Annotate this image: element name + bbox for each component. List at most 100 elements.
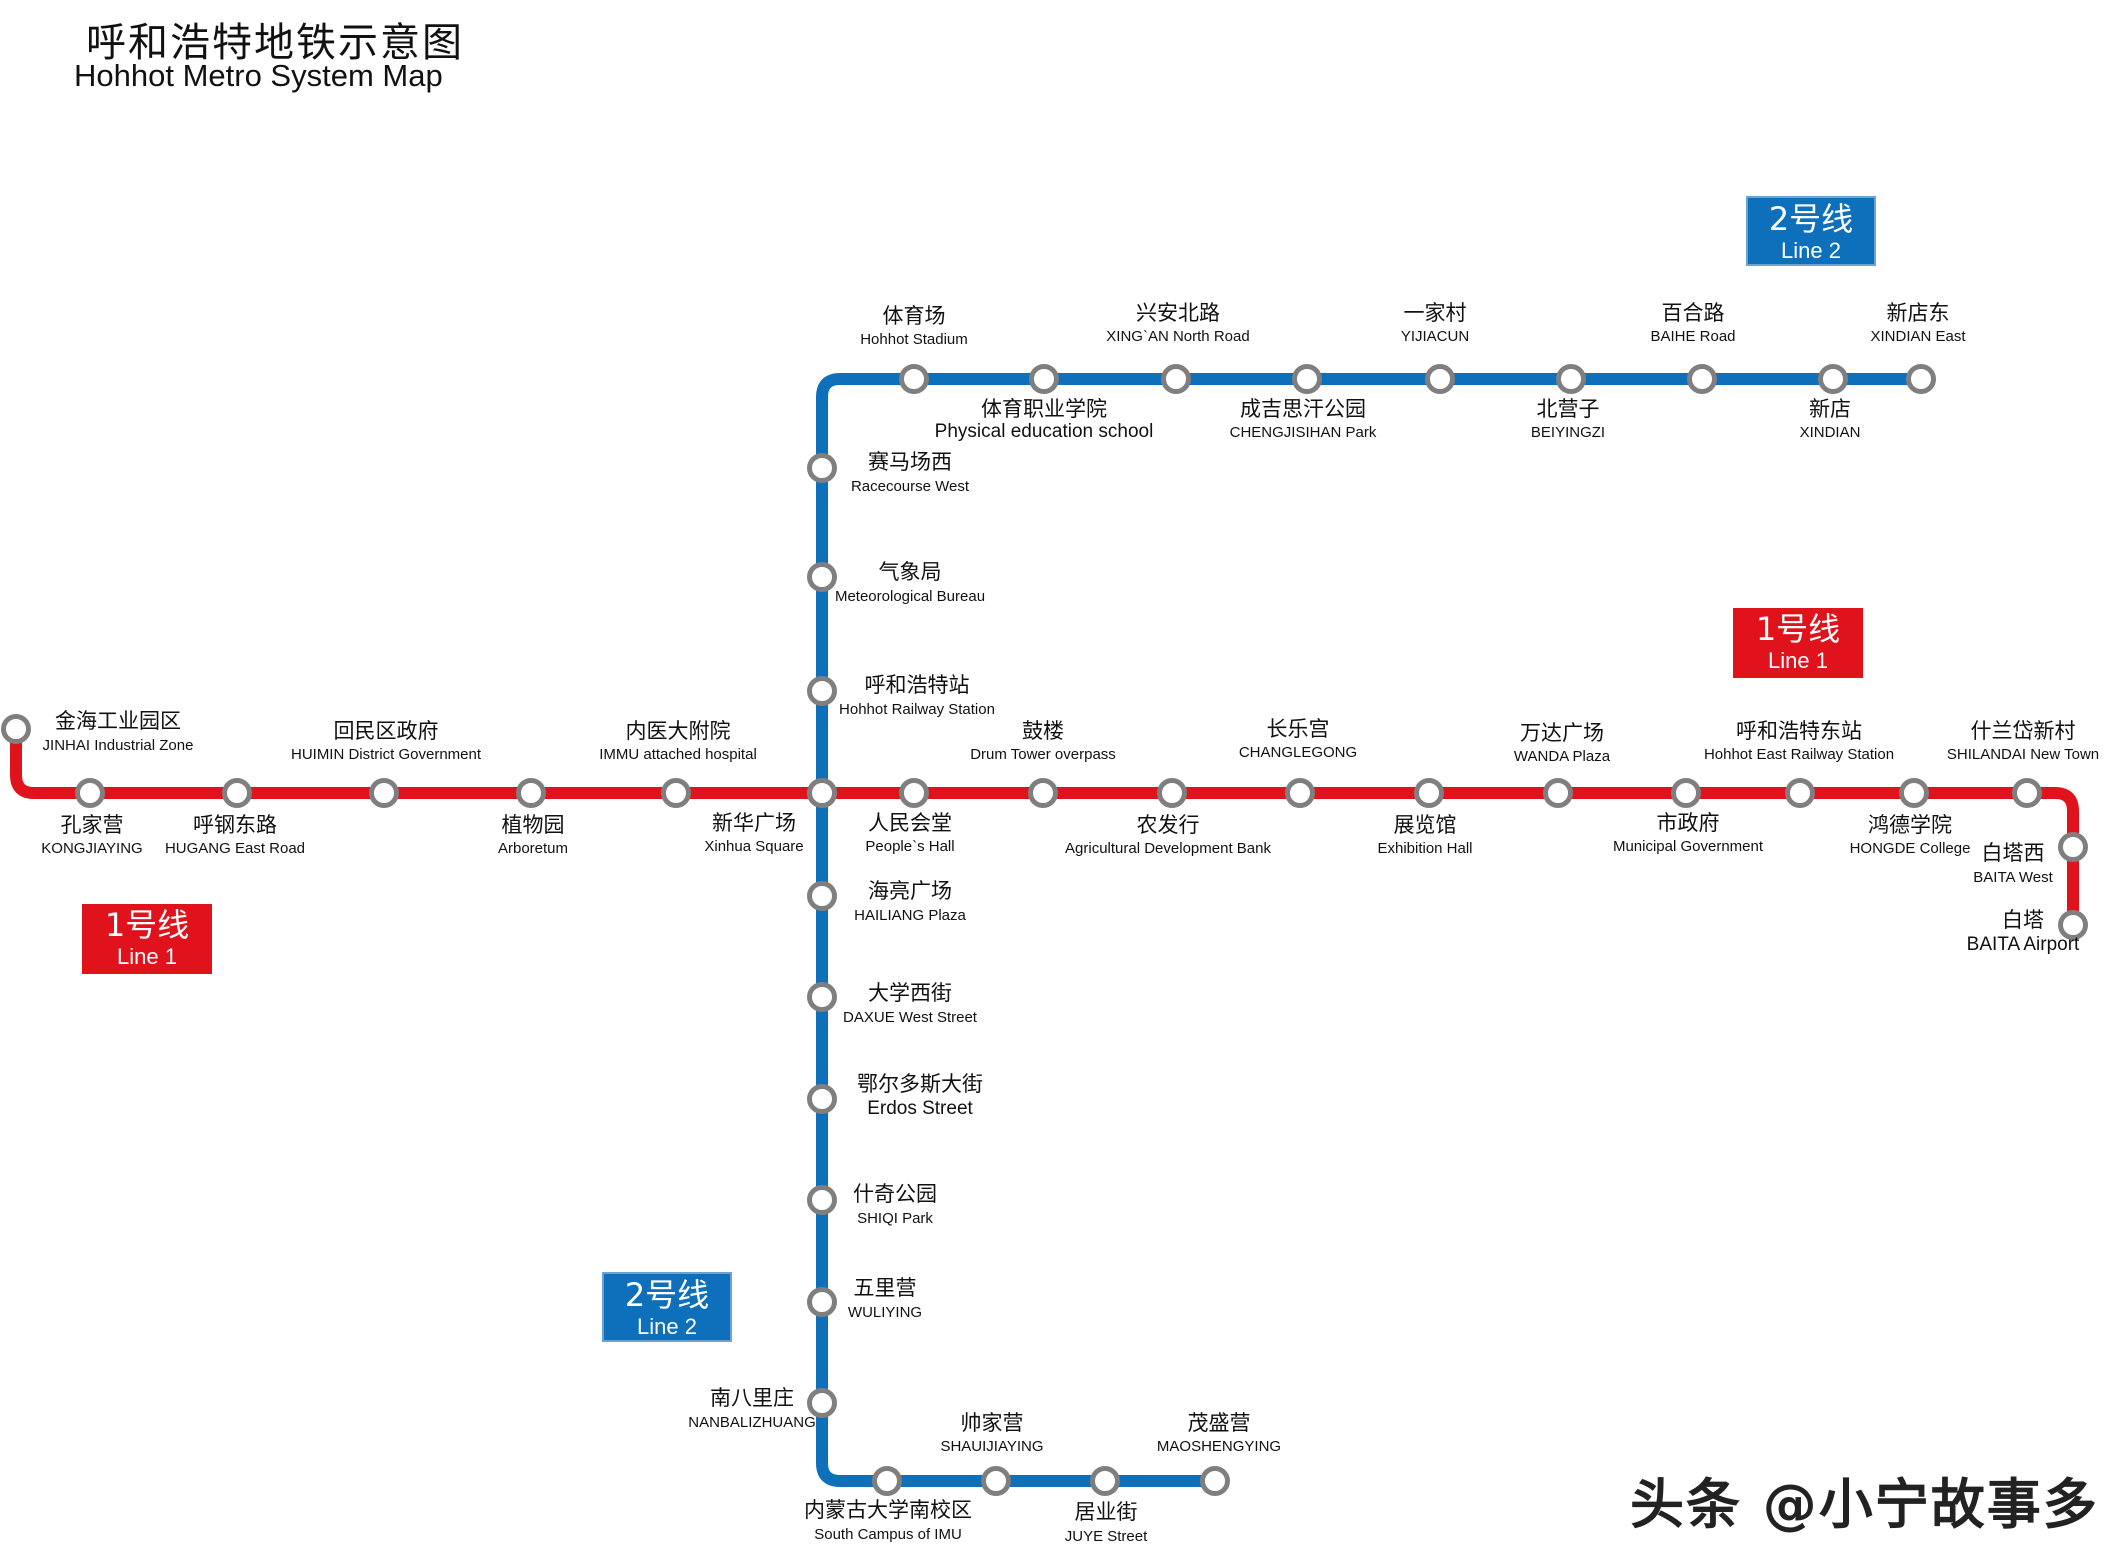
line1-station-marker[interactable] — [2012, 778, 2042, 808]
line2-station-name-cn: 居业街 — [1075, 1500, 1138, 1524]
line2-station-name-en: Hohhot Stadium — [860, 331, 968, 348]
line1-station-name-en: Arboretum — [498, 840, 568, 857]
line2-station-name-cn: 北营子 — [1537, 397, 1600, 421]
line2-station-name-cn: 鄂尔多斯大街 — [857, 1072, 983, 1096]
line2-station-marker[interactable] — [1090, 1466, 1120, 1496]
line1-station-name-en: Agricultural Development Bank — [1065, 840, 1271, 857]
line2-station-name-cn: 新店 — [1809, 397, 1851, 421]
line2-station-name-en: SHAUIJIAYING — [940, 1438, 1043, 1455]
line1-station-marker[interactable] — [1, 714, 31, 744]
line1-station-marker[interactable] — [2058, 910, 2088, 940]
line1-station-marker[interactable] — [2058, 832, 2088, 862]
line1-station-marker[interactable] — [1543, 778, 1573, 808]
line1-station-marker[interactable] — [222, 778, 252, 808]
line2-station-marker[interactable] — [1425, 364, 1455, 394]
route-lines — [10, 373, 2079, 1487]
line2-station-marker[interactable] — [807, 881, 837, 911]
line1-badge-en: Line 1 — [1768, 648, 1828, 673]
line2-station-name-cn: 大学西街 — [868, 981, 952, 1005]
line2-station-marker[interactable] — [807, 1287, 837, 1317]
line2-station-name-en: Racecourse West — [851, 478, 970, 495]
line1-station-name-en: IMMU attached hospital — [599, 746, 757, 763]
line1-station-name-cn: 鸿德学院 — [1868, 813, 1952, 837]
line1-station-name-cn: 白塔 — [2002, 908, 2044, 932]
line2-station-name-cn: 新店东 — [1887, 301, 1950, 325]
line1-station-name-cn: 孔家营 — [61, 813, 124, 837]
line1-station-marker[interactable] — [75, 778, 105, 808]
line2-station-name-en: Erdos Street — [867, 1098, 973, 1119]
line2-station-marker[interactable] — [1818, 364, 1848, 394]
line2-station-marker[interactable] — [1687, 364, 1717, 394]
line2-station-name-en: Hohhot Railway Station — [839, 701, 995, 718]
line1-station-name-en: CHANGLEGONG — [1239, 744, 1357, 761]
line1-station-marker[interactable] — [1157, 778, 1187, 808]
line2-badge-cn: 2号线 — [1768, 200, 1854, 238]
line1-station-name-cn: 植物园 — [502, 813, 565, 837]
line1-station-marker[interactable] — [1671, 778, 1701, 808]
station-labels: 金海工业园区 JINHAI Industrial Zone 孔家营 KONGJIAYI… — [41, 301, 2099, 1545]
line2-station-marker[interactable] — [807, 562, 837, 592]
line1-station-marker[interactable] — [516, 778, 546, 808]
line2-station-marker[interactable] — [807, 1185, 837, 1215]
line2-station-name-en: South Campus of IMU — [814, 1526, 962, 1543]
line2-station-marker[interactable] — [807, 982, 837, 1012]
line1-station-name-cn: 什兰岱新村 — [1971, 719, 2076, 743]
line2-station-name-en: Meteorological Bureau — [835, 588, 985, 605]
line2-station-marker[interactable] — [899, 364, 929, 394]
line2-station-name-en: BEIYINGZI — [1531, 424, 1605, 441]
line2-station-name-en: XING`AN North Road — [1106, 328, 1249, 345]
line1-station-marker[interactable] — [1285, 778, 1315, 808]
line2-station-marker[interactable] — [1906, 364, 1936, 394]
line2-station-name-en: HAILIANG Plaza — [854, 907, 966, 924]
interchange-station-marker[interactable] — [807, 778, 837, 808]
line2-badge-en: Line 2 — [637, 1314, 697, 1339]
line2-station-name-en: SHIQI Park — [857, 1210, 933, 1227]
line1-station-name-cn: 呼和浩特东站 — [1736, 719, 1862, 743]
line1-badge-right: 1号线 Line 1 — [1733, 608, 1863, 678]
stations — [1, 364, 2088, 1496]
line2-station-marker[interactable] — [1161, 364, 1191, 394]
line1-station-marker[interactable] — [661, 778, 691, 808]
line1-station-marker[interactable] — [1899, 778, 1929, 808]
line1-badge-cn: 1号线 — [1755, 610, 1841, 648]
line2-station-marker[interactable] — [1556, 364, 1586, 394]
line1-station-name-en: BAITA Airport — [1967, 934, 2080, 955]
line1-station-name-cn: 内医大附院 — [626, 719, 731, 743]
line2-station-marker[interactable] — [807, 453, 837, 483]
line2-station-name-cn: 海亮广场 — [868, 879, 952, 903]
map-title-en: Hohhot Metro System Map — [74, 58, 443, 93]
line1-station-name-en: Hohhot East Railway Station — [1704, 746, 1894, 763]
line1-station-name-cn: 市政府 — [1657, 811, 1720, 835]
line2-station-name-cn: 茂盛营 — [1188, 1411, 1251, 1435]
line2-station-name-cn: 兴安北路 — [1136, 301, 1220, 325]
line1-station-marker[interactable] — [1414, 778, 1444, 808]
line1-badge-en: Line 1 — [117, 944, 177, 969]
line1-station-name-cn: 金海工业园区 — [55, 709, 181, 733]
line2-station-marker[interactable] — [1029, 364, 1059, 394]
line2-station-marker[interactable] — [807, 1084, 837, 1114]
line2-station-name-en: JUYE Street — [1065, 1528, 1148, 1545]
line2-station-marker[interactable] — [1200, 1466, 1230, 1496]
line2-station-name-en: XINDIAN — [1800, 424, 1861, 441]
line2-route — [816, 373, 1921, 1487]
line1-station-name-cn: 长乐宫 — [1267, 717, 1330, 741]
line2-station-name-cn: 成吉思汗公园 — [1240, 397, 1366, 421]
line1-station-name-en: JINHAI Industrial Zone — [43, 737, 194, 754]
line2-station-marker[interactable] — [807, 1388, 837, 1418]
line1-station-name-en: HUIMIN District Government — [291, 746, 482, 763]
line1-station-name-cn: 万达广场 — [1520, 721, 1604, 745]
line1-station-name-en: KONGJIAYING — [41, 840, 142, 857]
line1-station-marker[interactable] — [899, 778, 929, 808]
line2-station-name-en: MAOSHENGYING — [1157, 1438, 1281, 1455]
line2-station-name-cn: 帅家营 — [961, 1411, 1024, 1435]
line2-station-marker[interactable] — [981, 1466, 1011, 1496]
line2-station-marker[interactable] — [1292, 364, 1322, 394]
line2-station-name-cn: 气象局 — [879, 560, 942, 584]
line1-station-marker[interactable] — [369, 778, 399, 808]
line1-station-marker[interactable] — [1785, 778, 1815, 808]
line2-station-marker[interactable] — [872, 1466, 902, 1496]
line2-station-name-en: BAIHE Road — [1650, 328, 1735, 345]
line2-station-name-cn: 呼和浩特站 — [865, 673, 970, 697]
line2-station-marker[interactable] — [807, 676, 837, 706]
line1-station-marker[interactable] — [1028, 778, 1058, 808]
